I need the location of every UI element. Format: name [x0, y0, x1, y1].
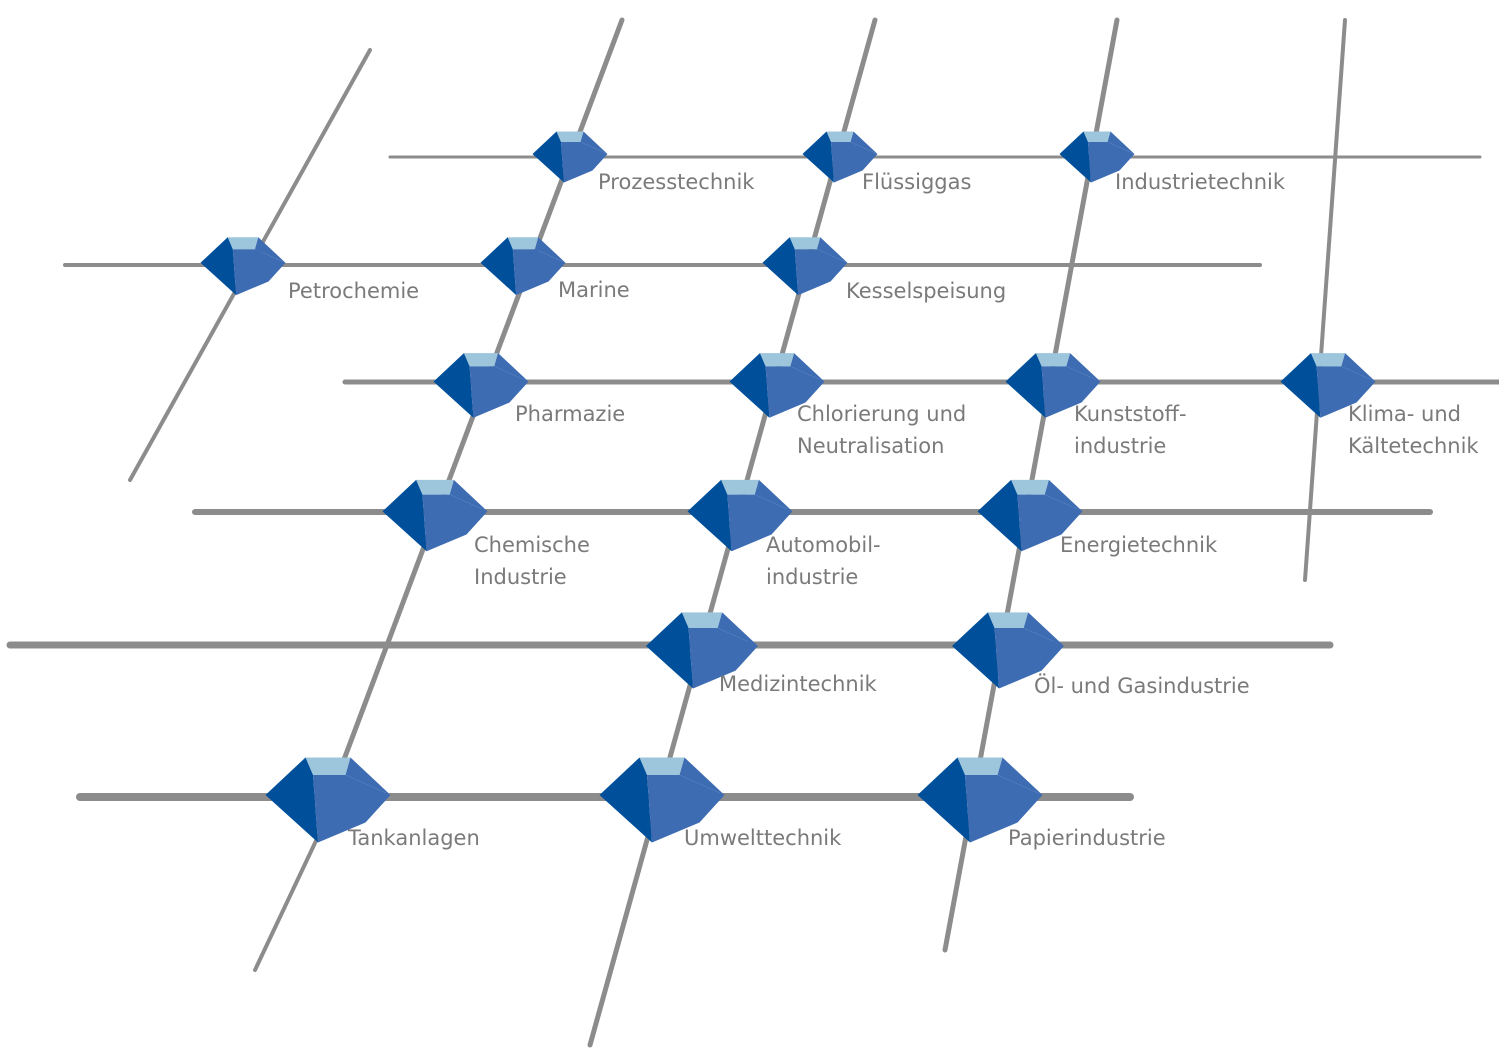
label-petrochemie: Petrochemie [288, 275, 419, 307]
node-automobil [687, 479, 793, 552]
label-marine: Marine [558, 274, 630, 306]
label-line: Pharmazie [515, 402, 626, 426]
label-line: Petrochemie [288, 279, 420, 303]
grid-line-slanted-5 [1303, 18, 1347, 582]
node-klima [1280, 353, 1376, 418]
label-kunststoff: Kunststoff-industrie [1074, 398, 1187, 462]
label-line: Neutralisation [797, 434, 945, 458]
label-line: Klima- und [1348, 402, 1461, 426]
label-tankanlagen: Tankanlagen [348, 822, 480, 854]
label-medizintechnik: Medizintechnik [719, 668, 877, 700]
label-line: Kesselspeisung [846, 279, 1007, 303]
node-energietechnik [977, 479, 1083, 552]
label-umwelttechnik: Umwelttechnik [684, 822, 841, 854]
label-line: Energietechnik [1060, 533, 1218, 557]
node-fluessiggas [802, 131, 878, 183]
node-kunststoff [1005, 353, 1101, 418]
node-tankanlagen [265, 757, 391, 843]
node-prozesstechnik [532, 131, 608, 183]
label-line: Papierindustrie [1008, 826, 1166, 850]
label-oelgas: Öl- und Gasindustrie [1034, 670, 1250, 702]
label-line: Umwelttechnik [684, 826, 842, 850]
label-line: industrie [1074, 434, 1167, 458]
node-chlorierung [729, 353, 825, 418]
node-papierindustrie [917, 757, 1043, 843]
label-line: Chlorierung und [797, 402, 967, 426]
node-oelgas [952, 612, 1064, 689]
label-line: Medizintechnik [719, 672, 877, 696]
label-line: Industrietechnik [1115, 170, 1286, 194]
label-energietechnik: Energietechnik [1060, 529, 1217, 561]
label-line: Industrie [474, 565, 567, 589]
label-automobil: Automobil-industrie [766, 529, 881, 593]
node-medizintechnik [646, 612, 758, 689]
label-line: industrie [766, 565, 859, 589]
label-line: Kunststoff- [1074, 402, 1187, 426]
label-line: Chemische [474, 533, 590, 557]
node-chemische [382, 479, 488, 552]
node-petrochemie [200, 237, 286, 296]
label-prozesstechnik: Prozesstechnik [598, 166, 754, 198]
node-pharmazie [433, 353, 529, 418]
label-line: Kältetechnik [1348, 434, 1479, 458]
grid-nodes [200, 131, 1376, 843]
label-papierindustrie: Papierindustrie [1008, 822, 1166, 854]
label-line: Öl- und Gasindustrie [1034, 674, 1250, 698]
label-line: Prozesstechnik [598, 170, 755, 194]
label-fluessiggas: Flüssiggas [862, 166, 971, 198]
label-line: Automobil- [766, 533, 881, 557]
label-industrietechnik: Industrietechnik [1115, 166, 1285, 198]
label-line: Tankanlagen [348, 826, 480, 850]
node-industrietechnik [1059, 131, 1135, 183]
label-line: Flüssiggas [862, 170, 972, 194]
node-marine [480, 237, 566, 296]
label-line: Marine [558, 278, 630, 302]
label-kesselspeisung: Kesselspeisung [846, 275, 1006, 307]
node-kesselspeisung [762, 237, 848, 296]
label-pharmazie: Pharmazie [515, 398, 625, 430]
node-umwelttechnik [599, 757, 725, 843]
